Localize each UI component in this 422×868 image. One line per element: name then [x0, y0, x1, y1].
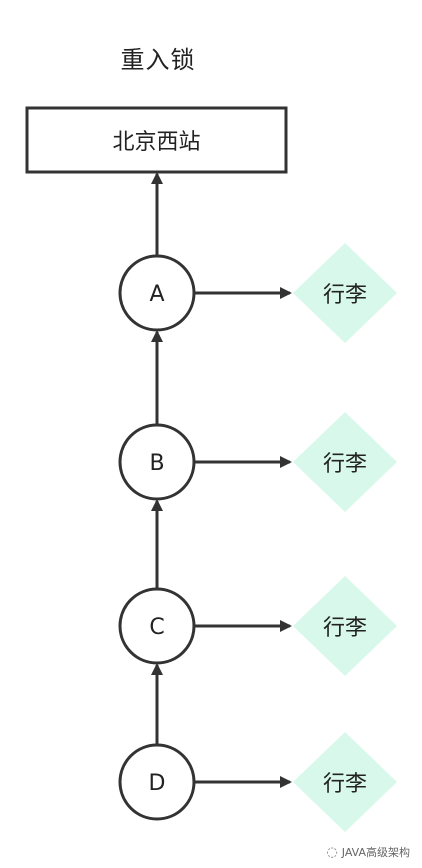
- luggage-a-diamond: [293, 243, 397, 343]
- luggage-c-label: 行李: [323, 616, 367, 641]
- watermark-text: JAVA高级架构: [341, 846, 410, 859]
- diagram-title: 重入锁: [120, 46, 196, 74]
- station-box: [25, 106, 288, 174]
- wechat-icon: ◌: [326, 844, 338, 860]
- luggage-b-diamond: [293, 412, 397, 512]
- luggage-d-diamond: [293, 732, 397, 832]
- watermark: ◌ JAVA高级架构: [326, 844, 410, 860]
- node-c-label: C: [149, 615, 164, 640]
- node-a-label: A: [149, 282, 164, 307]
- luggage-d-label: 行李: [323, 772, 367, 797]
- luggage-b-label: 行李: [323, 452, 367, 477]
- node-d-label: D: [149, 771, 166, 796]
- luggage-a-label: 行李: [323, 283, 367, 308]
- station-label: 北京西站: [112, 130, 200, 155]
- node-b-label: B: [149, 451, 164, 476]
- luggage-c-diamond: [293, 576, 397, 676]
